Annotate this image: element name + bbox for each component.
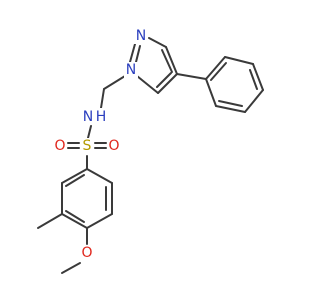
bond bbox=[65, 210, 85, 223]
bond bbox=[224, 56, 254, 65]
bonds bbox=[37, 37, 264, 274]
bond bbox=[205, 56, 226, 80]
nitrogen-label: N bbox=[126, 62, 136, 78]
nitrogen-label: N bbox=[136, 28, 146, 44]
oxygen-label: O bbox=[54, 138, 65, 154]
sulfonamide-nh-group: N H bbox=[81, 108, 107, 125]
bond bbox=[218, 100, 243, 107]
hydrogen-label: H bbox=[96, 109, 107, 125]
bond bbox=[252, 63, 264, 91]
bond bbox=[86, 168, 113, 184]
oxygen-label: O bbox=[108, 138, 119, 154]
sulfur-label: S bbox=[83, 138, 92, 154]
bond bbox=[215, 105, 246, 113]
bond bbox=[156, 72, 172, 88]
bond bbox=[135, 45, 141, 63]
bond bbox=[249, 69, 258, 90]
nitrogen-atom: N bbox=[134, 28, 148, 44]
oxygen-atom: O bbox=[53, 138, 67, 154]
bond bbox=[176, 73, 207, 80]
bond bbox=[157, 73, 178, 94]
bond bbox=[61, 168, 88, 184]
bond bbox=[87, 125, 92, 139]
oxygen-atom: O bbox=[107, 138, 121, 154]
bond bbox=[244, 89, 264, 113]
bond bbox=[86, 213, 113, 229]
bond bbox=[100, 88, 105, 109]
atom-labels: N N N H S O O O bbox=[53, 28, 148, 261]
bond bbox=[165, 46, 178, 75]
molecule-structure: N N N H S O O O bbox=[37, 28, 264, 274]
bond bbox=[65, 174, 85, 187]
nitrogen-label: N bbox=[83, 109, 93, 125]
bond bbox=[61, 213, 88, 229]
bond bbox=[61, 262, 81, 274]
bond bbox=[161, 49, 173, 73]
bond bbox=[205, 78, 217, 107]
bond bbox=[148, 37, 167, 48]
bond bbox=[210, 62, 227, 81]
nitrogen-atom: N bbox=[124, 62, 138, 78]
bond bbox=[103, 75, 126, 90]
oxygen-label: O bbox=[81, 245, 92, 261]
bond bbox=[136, 75, 159, 94]
bond bbox=[37, 213, 63, 229]
bond bbox=[129, 43, 136, 63]
sulfur-atom: S bbox=[80, 138, 94, 154]
oxygen-atom: O bbox=[80, 245, 94, 261]
